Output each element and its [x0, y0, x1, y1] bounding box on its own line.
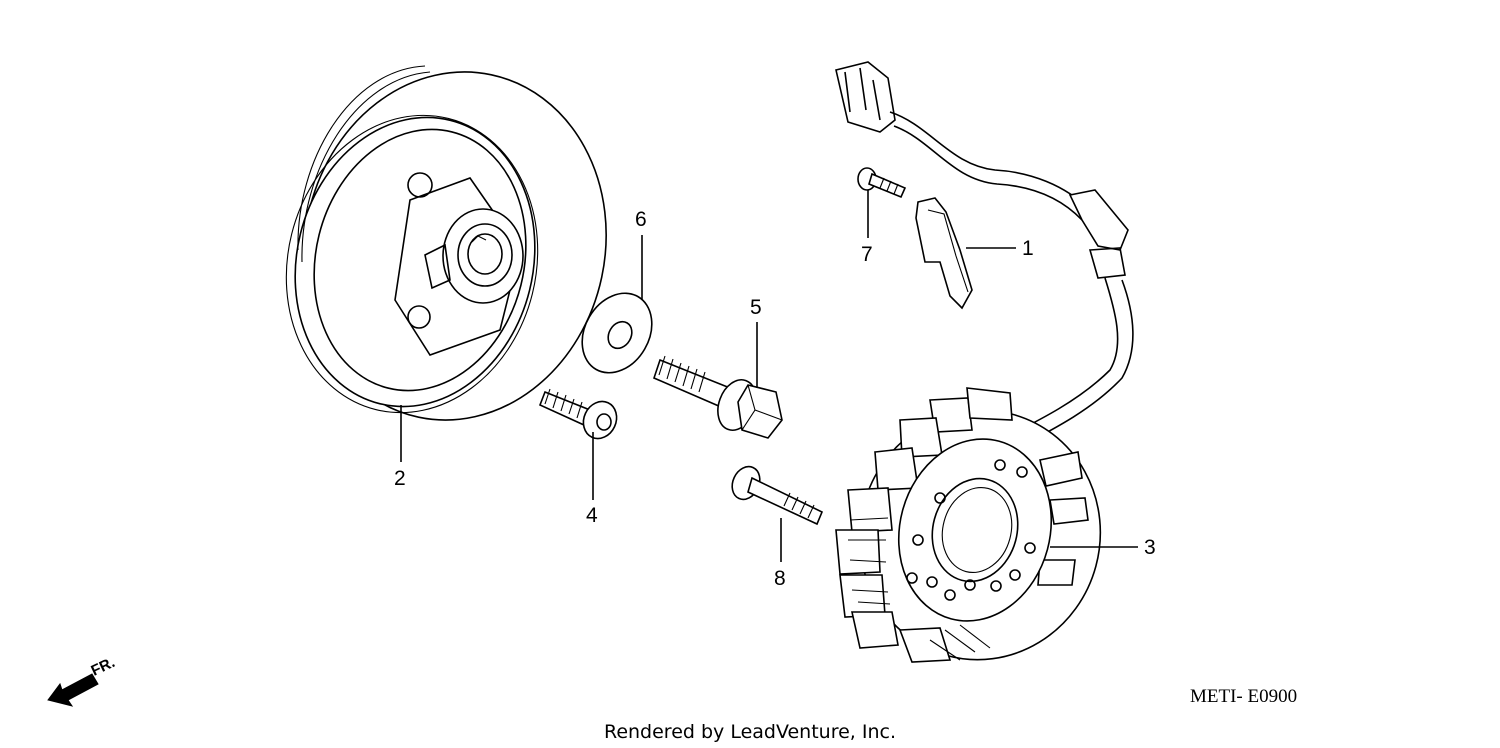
callout-numbers: 1 2 3 4 5 6 7 8 [394, 208, 1156, 590]
direction-label: FR. [89, 654, 118, 680]
callout-5: 5 [750, 296, 762, 319]
callout-8: 8 [774, 567, 786, 590]
front-direction-indicator: FR. [47, 654, 118, 707]
callout-4: 4 [586, 504, 598, 527]
flange-bolt-5[interactable] [653, 355, 783, 439]
callout-6: 6 [635, 208, 647, 231]
arrow-icon [47, 673, 99, 707]
long-bolt-8[interactable] [727, 462, 824, 526]
stator[interactable] [832, 61, 1134, 687]
socket-bolt-4[interactable] [538, 388, 623, 444]
diagram-code: METI- E0900 [1190, 686, 1297, 707]
flywheel-rotor[interactable] [255, 44, 638, 449]
credit-text: Rendered by LeadVenture, Inc. [604, 721, 896, 743]
callout-2: 2 [394, 467, 406, 490]
callout-3: 3 [1144, 536, 1156, 559]
wire-clamp[interactable] [915, 197, 973, 310]
washer[interactable] [568, 281, 665, 386]
callout-1: 1 [1022, 237, 1034, 260]
screw-7[interactable] [857, 167, 907, 199]
leader-lines [400, 190, 1138, 562]
callout-7: 7 [861, 243, 873, 266]
